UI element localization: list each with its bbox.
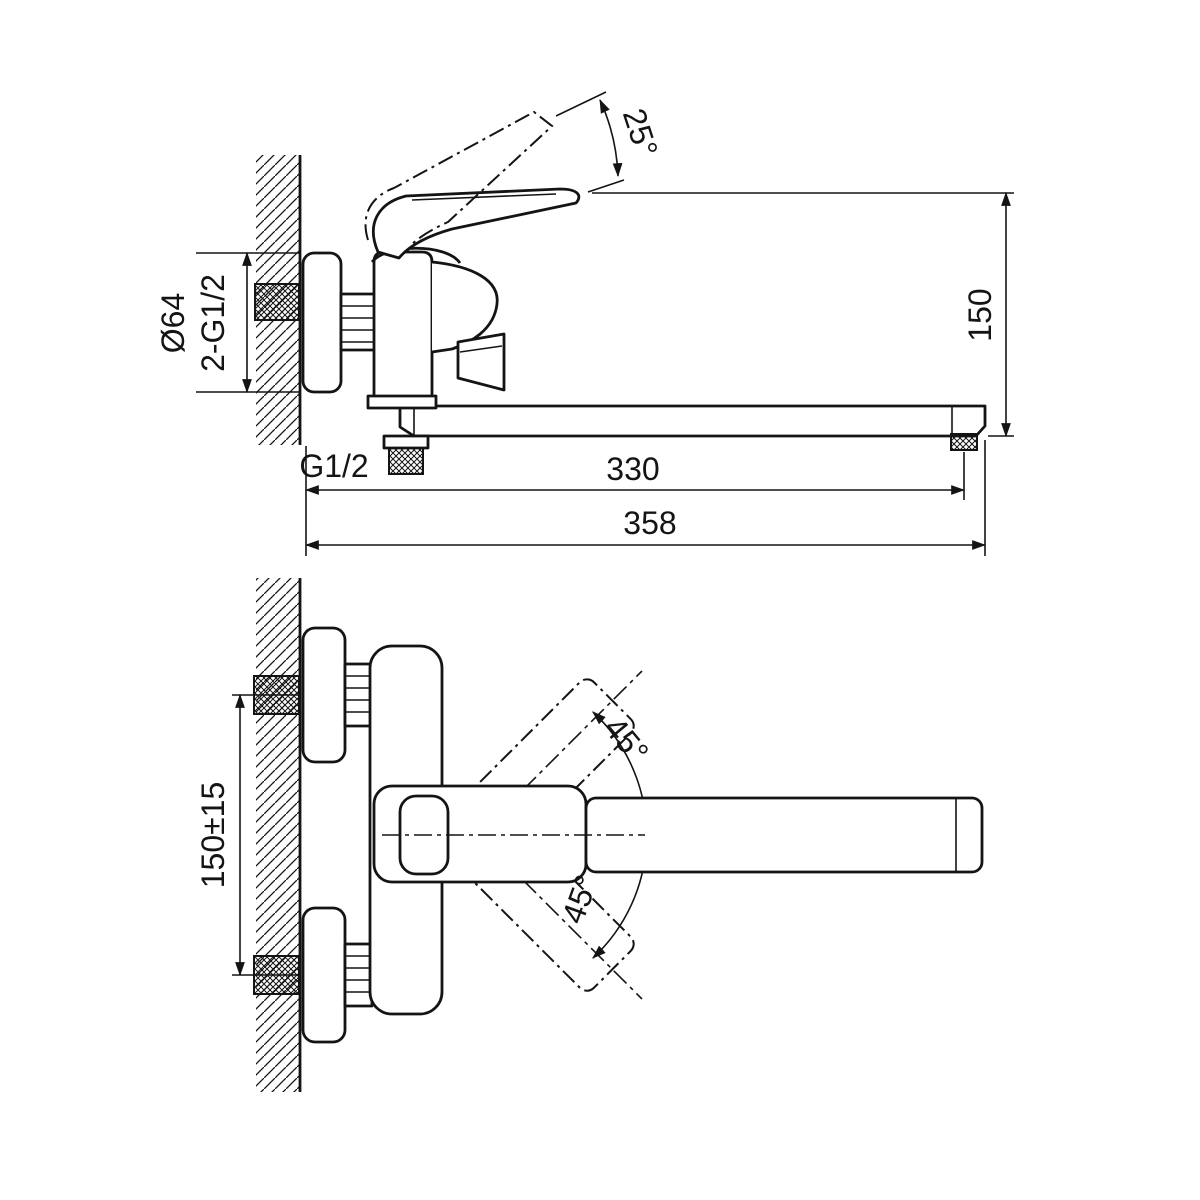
label-flange-diameter: Ø64 (155, 293, 191, 353)
label-swivel-up: 45° (597, 710, 656, 770)
cartridge-dome (370, 246, 462, 264)
flange-connector-bottom (343, 942, 374, 1008)
dim-spout-330: 330 (304, 446, 966, 556)
label-height-150: 150 (962, 288, 998, 341)
spout-front (584, 796, 984, 874)
dim-connection-spacing: 150±15 (195, 693, 300, 977)
label-handle-angle: 25° (616, 104, 665, 161)
spout-outlet (950, 433, 978, 451)
escutcheon-flange (301, 251, 343, 394)
escutcheon-flange-top (301, 626, 347, 764)
dim-flange-diameter: Ø64 2-G1/2 (155, 251, 300, 394)
dim-handle-angle: 25° (555, 91, 665, 193)
spout-swivel-nut (366, 394, 438, 410)
label-connection-spacing: 150±15 (195, 782, 231, 889)
spout-side (398, 404, 987, 438)
flange-connector (339, 292, 377, 352)
side-view: 25° Ø64 2-G1/2 150 G1/2 330 (155, 91, 1014, 556)
wall-thread-fitting (254, 283, 300, 321)
label-spout-reach: 330 (606, 451, 659, 487)
dim-height-150: 150 (592, 191, 1014, 438)
diverter-knob (456, 332, 506, 392)
handle-lever (372, 187, 581, 260)
label-total-length: 358 (623, 505, 676, 541)
shower-outlet-fitting (382, 434, 430, 475)
faucet-body (372, 250, 434, 406)
flange-connector-top (343, 662, 374, 728)
label-shower-thread: G1/2 (299, 448, 368, 484)
handle-raised-outline (364, 110, 554, 247)
escutcheon-flange-bottom (301, 906, 347, 1044)
label-wall-thread: 2-G1/2 (195, 274, 231, 372)
wall-section-front (256, 578, 302, 1092)
front-view: 45° 45° 150±15 (195, 578, 984, 1092)
dim-total-358: 358 (304, 440, 987, 556)
